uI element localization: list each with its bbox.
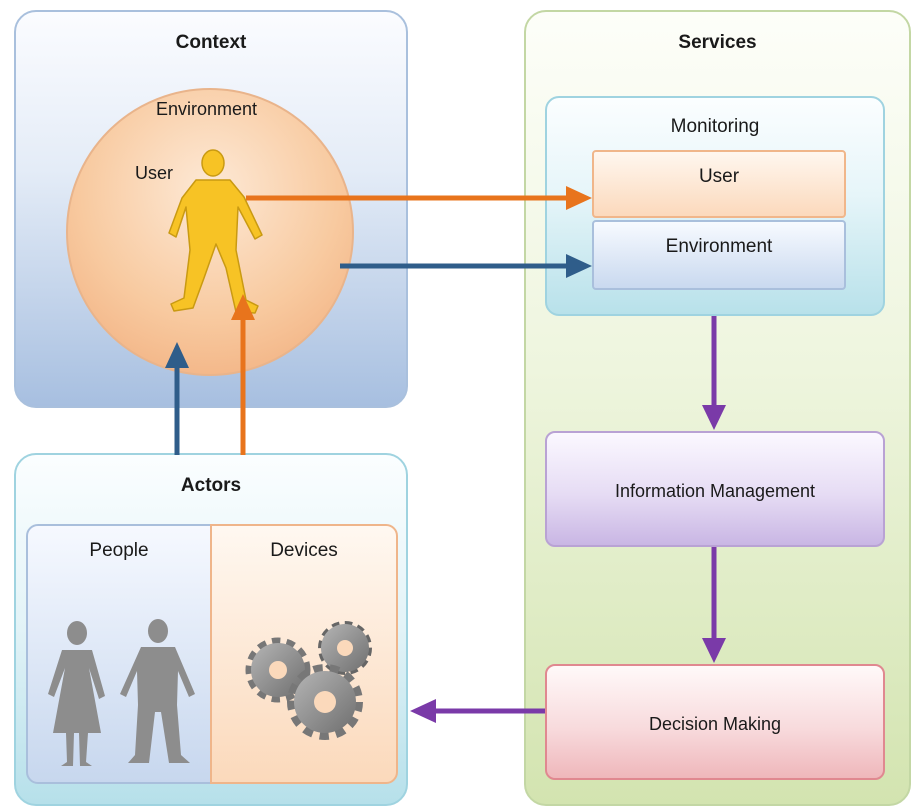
- monitoring-user-label: User: [698, 166, 740, 187]
- person-woman-icon: [48, 621, 105, 766]
- gears-icon: [245, 621, 372, 740]
- information-management-box: Information Management: [545, 431, 885, 547]
- monitoring-environment-box: Environment: [592, 220, 846, 290]
- arrow-people-to-context: [165, 342, 189, 455]
- actors-title: Actors: [180, 475, 242, 496]
- decision-making-label: Decision Making: [648, 714, 782, 734]
- arrow-environment-to-monitoring: [340, 254, 592, 278]
- environment-label: Environment: [156, 99, 258, 119]
- gear-icon: [318, 621, 372, 675]
- person-man-icon: [120, 619, 195, 763]
- user-label: User: [135, 163, 174, 183]
- people-label: People: [89, 540, 149, 561]
- monitoring-user-box: User: [592, 150, 846, 218]
- people-box: People: [26, 524, 212, 784]
- arrow-monitoring-to-information: [702, 316, 726, 430]
- decision-making-box: Decision Making: [545, 664, 885, 780]
- arrow-information-to-decision: [702, 547, 726, 663]
- devices-label: Devices: [270, 540, 338, 561]
- gear-icon: [287, 664, 363, 740]
- gear-icon: [245, 637, 311, 703]
- information-management-label: Information Management: [614, 481, 816, 501]
- context-title: Context: [175, 32, 247, 53]
- user-figure-icon: [168, 149, 263, 314]
- arrow-decision-to-actors: [410, 699, 545, 723]
- services-title: Services: [678, 32, 757, 53]
- monitoring-title: Monitoring: [670, 116, 760, 137]
- arrow-user-to-monitoring: [246, 186, 592, 210]
- monitoring-environment-label: Environment: [665, 236, 773, 257]
- arrow-devices-to-user: [231, 294, 255, 455]
